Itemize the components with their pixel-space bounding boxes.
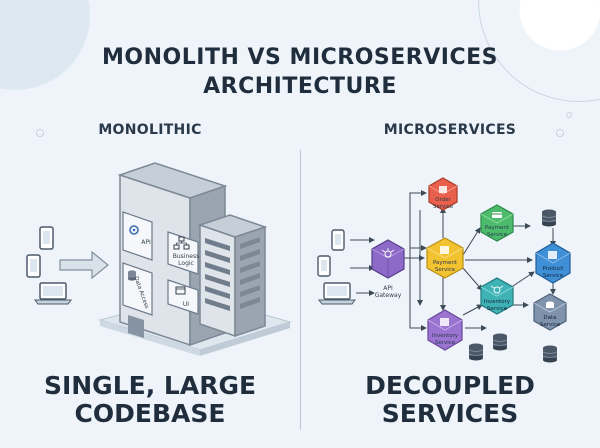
box-icon xyxy=(440,318,449,326)
database-icon xyxy=(541,209,557,227)
laptop-icon xyxy=(34,282,72,305)
data-access-module: Data Access xyxy=(122,262,153,316)
connectors xyxy=(350,190,556,331)
phone-icon xyxy=(331,229,345,251)
order-service-label-line-2: Service xyxy=(433,204,454,210)
product-service-label-line-2: Service xyxy=(543,273,564,279)
monolithic-caption-line-1: SINGLE, LARGE xyxy=(43,371,257,400)
decorative-dot xyxy=(566,112,572,118)
phone-icon xyxy=(317,255,331,277)
business-logic-module: Business Logic xyxy=(167,231,199,275)
order-service: Order Service xyxy=(428,177,458,211)
database-icon xyxy=(542,345,558,363)
inventory-service-center-label-line-2: Service xyxy=(487,306,508,312)
payment-service-right-label-line-2: Service xyxy=(487,232,508,238)
api-module-label: API xyxy=(141,239,151,246)
payment-service-center-label-line-2: Service xyxy=(435,267,456,273)
microservices-illustration: API Gateway Order Service Payment Servic… xyxy=(317,177,571,363)
database-icon xyxy=(128,270,136,281)
flowchart-icon xyxy=(173,236,190,250)
arrow-right-icon xyxy=(59,250,109,280)
data-service-label-line-2: Service xyxy=(540,322,561,328)
api-module: API xyxy=(122,211,153,261)
phone-icon xyxy=(39,226,54,250)
ui-module: UI xyxy=(167,279,199,315)
api-gateway: API Gateway xyxy=(371,239,405,299)
payment-service-center-label-line-1: Payment xyxy=(433,260,458,266)
microservices-caption-line-1: DECOUPLED xyxy=(365,371,535,400)
network-icon xyxy=(490,285,504,294)
box-icon xyxy=(440,246,449,254)
product-service-label-line-1: Product xyxy=(543,266,565,272)
laptop-icon xyxy=(318,282,356,305)
api-gateway-label-line-2: Gateway xyxy=(375,292,402,299)
box-icon xyxy=(548,251,557,259)
gear-icon xyxy=(129,225,139,235)
inventory-service-bottom-label-line-2: Service xyxy=(435,340,456,346)
business-logic-label-line-2: Logic xyxy=(178,260,194,267)
inventory-service-bottom: Inventory Service xyxy=(427,309,463,351)
monolith-illustration: API Data Access Business Logic xyxy=(26,162,292,356)
decorative-dot xyxy=(556,129,564,137)
database-icon xyxy=(468,343,484,361)
data-service: Data Service xyxy=(533,293,567,331)
page-title-line-2: ARCHITECTURE xyxy=(203,74,397,99)
microservices-caption-line-2: SERVICES xyxy=(381,399,519,428)
box-icon xyxy=(439,186,447,193)
business-logic-label-line-1: Business xyxy=(173,253,199,260)
payment-service-right: Payment Service xyxy=(480,204,514,242)
window-icon xyxy=(175,286,186,295)
decorative-dot xyxy=(36,129,44,137)
inventory-service-center: Inventory Service xyxy=(480,277,514,315)
database-icon xyxy=(492,333,508,351)
payment-service-right-label-line-1: Payment xyxy=(485,225,510,231)
side-tower xyxy=(197,214,268,338)
order-service-label-line-1: Order xyxy=(435,197,451,203)
page-title-line-1: MONOLITH VS MICROSERVICES xyxy=(102,45,498,70)
phone-icon xyxy=(26,254,41,278)
data-service-label-line-1: Data xyxy=(543,315,556,321)
credit-card-icon xyxy=(492,212,502,218)
network-icon xyxy=(381,248,395,258)
monolithic-caption-line-2: CODEBASE xyxy=(74,399,226,428)
database-icon xyxy=(546,301,554,308)
monolithic-heading: MONOLITHIC xyxy=(98,122,202,138)
ui-module-label: UI xyxy=(183,301,189,308)
section-divider xyxy=(300,150,301,430)
inventory-service-center-label-line-1: Inventory xyxy=(484,299,511,305)
microservices-heading: MICROSERVICES xyxy=(383,122,517,138)
payment-service-center: Payment Service xyxy=(426,237,464,279)
inventory-service-bottom-label-line-1: Inventory xyxy=(432,333,459,339)
api-gateway-label-line-1: API xyxy=(383,285,393,292)
product-service: Product Service xyxy=(535,242,571,284)
